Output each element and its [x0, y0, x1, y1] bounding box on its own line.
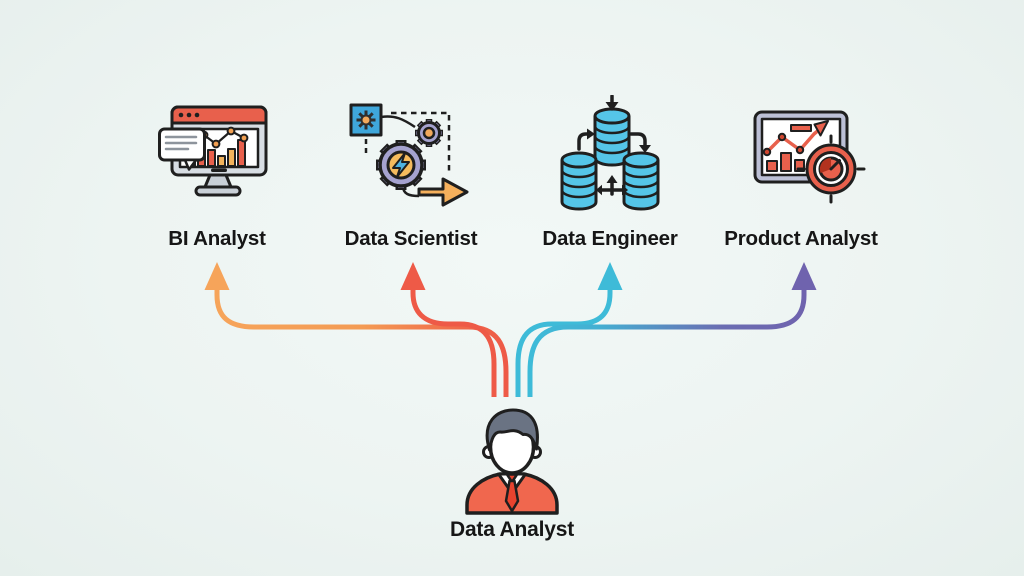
arrowhead-data-scientist: [400, 262, 426, 290]
arrowhead-bi-analyst: [204, 262, 230, 290]
source-label-data-analyst: Data Analyst: [449, 518, 575, 541]
flow-line-product-analyst: [527, 286, 807, 397]
database-cluster-icon: [560, 95, 660, 211]
dashboard-target-icon: [753, 110, 866, 204]
role-label-data-scientist: Data Scientist: [344, 227, 478, 250]
person-analyst-icon: [465, 408, 559, 515]
flow-line-bi-analyst: [214, 286, 509, 397]
role-label-data-engineer: Data Engineer: [542, 227, 678, 250]
role-label-bi-analyst: BI Analyst: [168, 227, 266, 250]
arrowhead-data-engineer: [597, 262, 623, 290]
monitor-bar-chart-icon: [158, 105, 268, 197]
role-label-product-analyst: Product Analyst: [724, 227, 878, 250]
arrowhead-product-analyst: [791, 262, 817, 290]
gears-automation-icon: [349, 103, 469, 207]
flow-line-data-scientist: [410, 286, 497, 397]
flow-line-data-engineer: [515, 286, 613, 397]
